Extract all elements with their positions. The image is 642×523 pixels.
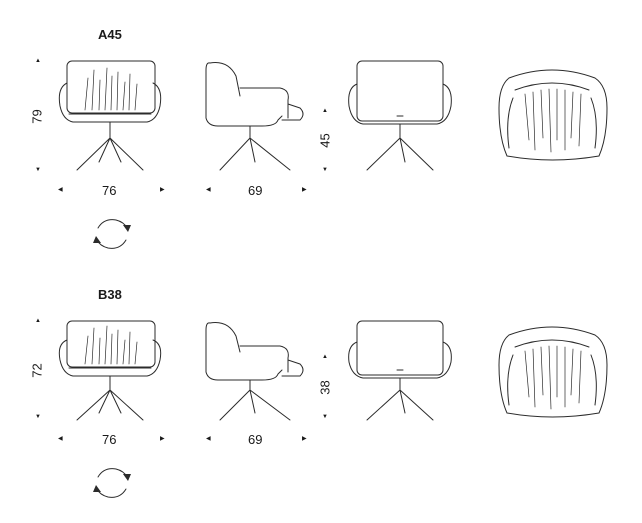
model-a45-back-view	[348, 60, 452, 171]
arrow-right-icon: ▶	[160, 436, 165, 442]
model-a45-label: A45	[98, 27, 122, 42]
model-a45-depth: 69	[248, 183, 263, 198]
model-a45-top-view	[498, 69, 608, 161]
arrow-up-icon: ▲	[322, 354, 328, 360]
arrow-up-icon: ▲	[35, 58, 41, 64]
model-a45-side-view	[205, 62, 304, 171]
arrow-down-icon: ▼	[322, 167, 328, 173]
model-b38-height: 72	[29, 363, 45, 378]
arrow-up-icon: ▲	[322, 108, 328, 114]
model-b38-back-view	[348, 320, 452, 421]
model-b38-label: B38	[98, 287, 122, 302]
model-a45-seat-height: 45	[317, 133, 333, 148]
model-a45-width: 76	[102, 183, 117, 198]
swivel-rotation-icon	[93, 468, 131, 498]
arrow-down-icon: ▼	[322, 414, 328, 420]
arrow-left-icon: ◀	[58, 436, 63, 442]
model-b38-top-view	[498, 326, 608, 418]
swivel-rotation-icon	[93, 219, 131, 249]
arrow-right-icon: ▶	[160, 187, 165, 193]
arrow-left-icon: ◀	[206, 187, 211, 193]
arrow-right-icon: ▶	[302, 187, 307, 193]
arrow-left-icon: ◀	[206, 436, 211, 442]
arrow-left-icon: ◀	[58, 187, 63, 193]
arrow-right-icon: ▶	[302, 436, 307, 442]
model-a45-front-view	[58, 60, 162, 171]
arrow-down-icon: ▼	[35, 167, 41, 173]
model-b38-seat-height: 38	[317, 380, 333, 395]
model-b38-front-view	[58, 320, 162, 421]
model-b38-width: 76	[102, 432, 117, 447]
model-b38-depth: 69	[248, 432, 263, 447]
model-b38-side-view	[205, 322, 304, 421]
model-a45-height: 79	[29, 109, 45, 124]
arrow-up-icon: ▲	[35, 318, 41, 324]
arrow-down-icon: ▼	[35, 414, 41, 420]
